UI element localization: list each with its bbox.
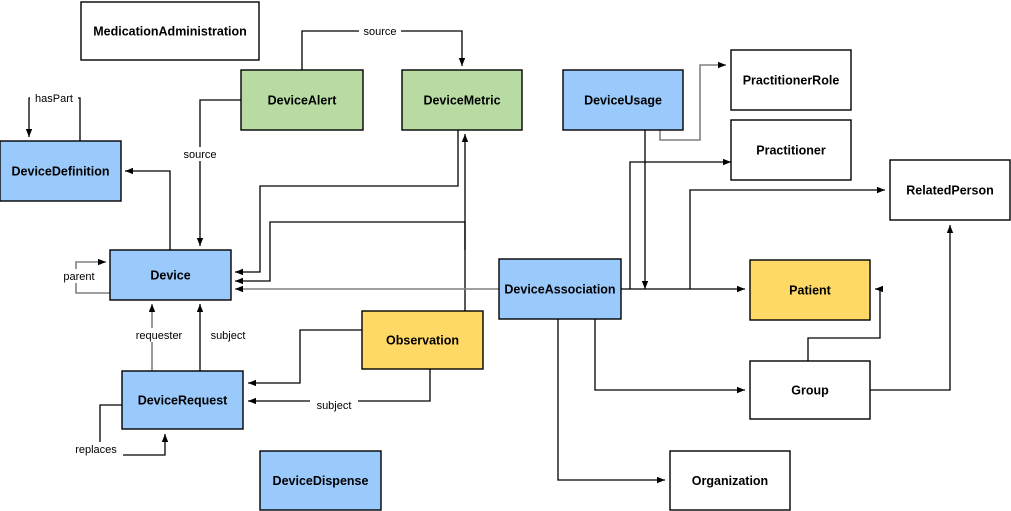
node-patient[interactable]: Patient [749,259,871,321]
edge-label-label-source-top: source [363,26,396,38]
node-label-device: Device [150,268,190,282]
node-group[interactable]: Group [749,360,871,420]
node-deviceusage[interactable]: DeviceUsage [562,69,684,131]
node-box-devicemetric[interactable] [401,69,523,131]
node-practitioner[interactable]: Practitioner [730,119,852,181]
edge-device-definition-link [125,167,171,250]
node-box-medicationadministration[interactable] [80,1,260,61]
node-box-patient[interactable] [749,259,871,321]
node-deviceassociation[interactable]: DeviceAssociation [498,258,622,320]
edge-group-patient [807,285,883,361]
edge-label-label-requester: requester [136,330,183,342]
edge-label-backdrop [58,269,100,283]
edge-label-label-parent: parent [63,271,94,283]
edge-label-backdrop [179,147,221,161]
node-box-devicedefinition[interactable] [0,140,122,202]
edge-devicealert-source-device [196,99,241,246]
node-box-devicedispense[interactable] [259,450,382,511]
node-box-devicerequest[interactable] [121,370,244,430]
edge-deviceassociation-organization [557,319,665,484]
node-label-devicedefinition: DeviceDefinition [12,164,110,178]
node-box-device[interactable] [109,249,232,301]
edge-label-label-subject-request: subject [317,400,352,412]
node-box-relatedperson[interactable] [889,159,1011,221]
edge-label-backdrop [204,328,252,342]
node-label-devicerequest: DeviceRequest [138,393,228,407]
edge-label-backdrop [30,91,78,105]
node-devicealert[interactable]: DeviceAlert [240,69,364,131]
node-label-observation: Observation [386,333,459,347]
node-devicerequest[interactable]: DeviceRequest [121,370,244,430]
edge-observation-devicerequest-1 [248,329,362,387]
node-label-organization: Organization [692,474,768,488]
edge-observation-subject-devicerequest [248,369,431,405]
node-practitionerrole[interactable]: PractitionerRole [730,49,852,111]
edge-label-backdrop [69,442,123,456]
node-label-deviceusage: DeviceUsage [584,93,662,107]
node-medicationadministration[interactable]: MedicationAdministration [80,1,260,61]
node-label-patient: Patient [789,283,832,297]
node-label-devicemetric: DeviceMetric [423,93,500,107]
node-label-practitioner: Practitioner [756,143,826,157]
node-label-devicealert: DeviceAlert [268,93,338,107]
edge-label-label-source-left: source [183,149,216,161]
node-label-group: Group [791,383,829,397]
node-box-practitionerrole[interactable] [730,49,852,111]
node-label-practitionerrole: PractitionerRole [743,73,840,87]
node-box-observation[interactable] [361,310,484,370]
edge-label-label-replaces: replaces [75,444,117,456]
edge-deviceassociation-practitioner [629,158,731,289]
edge-label-backdrop [310,398,358,412]
edge-label-label-haspart: hasPart [35,93,73,105]
edge-label-label-subject-device: subject [211,330,246,342]
edge-deviceassociation-relatedperson [689,186,885,289]
node-label-medicationadministration: MedicationAdministration [93,24,246,38]
node-device[interactable]: Device [109,249,232,301]
node-box-devicealert[interactable] [240,69,364,131]
node-box-organization[interactable] [669,450,791,511]
edge-group-relatedperson [870,225,954,391]
node-devicedispense[interactable]: DeviceDispense [259,450,382,511]
edge-label-backdrop [129,328,189,342]
node-box-group[interactable] [749,360,871,420]
node-label-relatedperson: RelatedPerson [906,183,994,197]
edge-devicealert-device [235,130,459,276]
node-label-deviceassociation: DeviceAssociation [504,282,615,296]
node-box-deviceassociation[interactable] [498,258,622,320]
node-devicemetric[interactable]: DeviceMetric [401,69,523,131]
node-box-practitioner[interactable] [730,119,852,181]
node-box-deviceusage[interactable] [562,69,684,131]
edge-deviceusage-practitionerrole [659,61,726,141]
node-organization[interactable]: Organization [669,450,791,511]
edge-deviceassociation-group [594,319,745,394]
node-label-devicedispense: DeviceDispense [273,474,369,488]
edge-label-backdrop [359,24,401,38]
node-observation[interactable]: Observation [361,310,484,370]
node-relatedperson[interactable]: RelatedPerson [889,159,1011,221]
edge-labels-layer: source source hasPart parent requester subjec… [30,24,401,456]
node-devicedefinition[interactable]: DeviceDefinition [0,140,122,202]
